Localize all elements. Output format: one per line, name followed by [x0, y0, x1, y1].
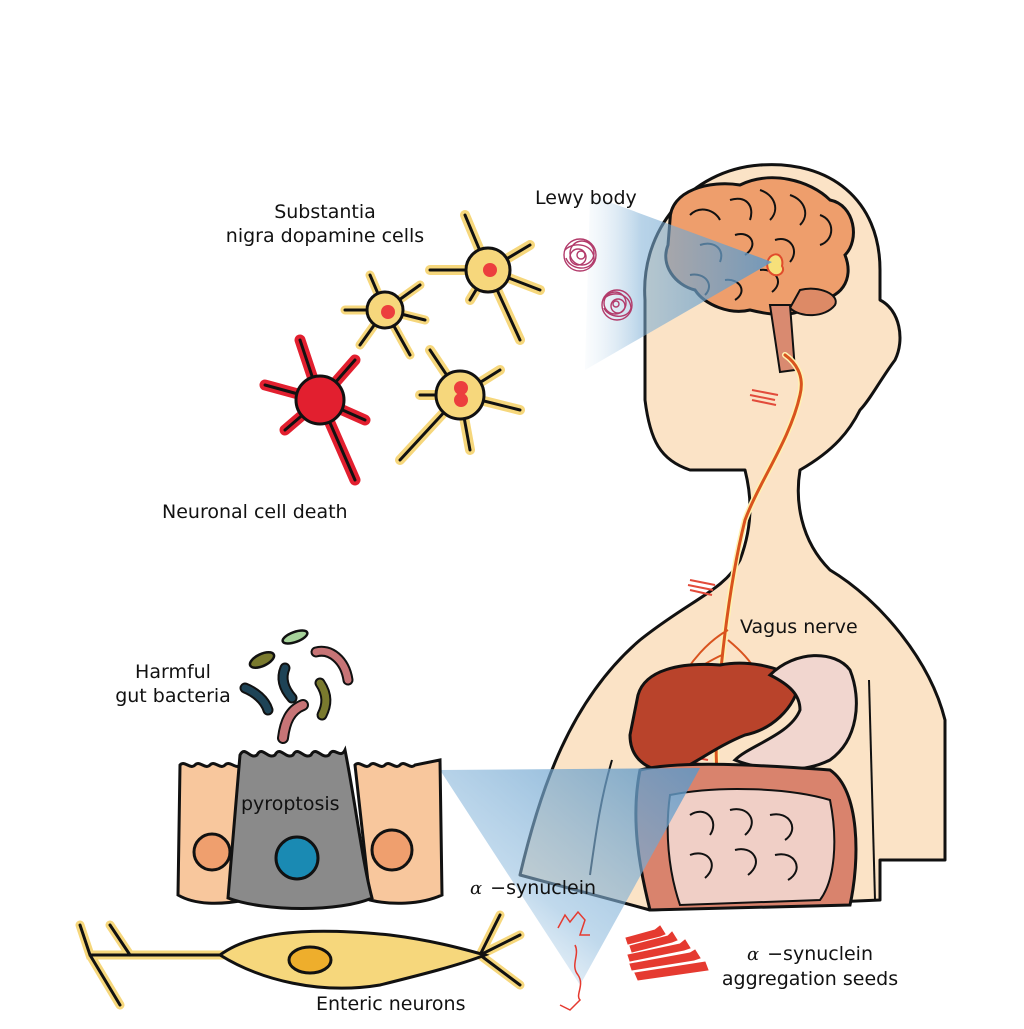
- organs: [628, 654, 858, 912]
- aggregate-neck: [749, 389, 779, 406]
- epithelial-nucleus-left: [192, 832, 232, 872]
- lewy-bodies: [563, 238, 633, 321]
- synuclein-monomers: [557, 910, 590, 1011]
- substantia-nigra-label: Substantia nigra dopamine cells: [220, 200, 430, 248]
- alpha-synuclein-label: α −synuclein: [470, 876, 596, 901]
- alpha-synuclein-text: −synuclein: [490, 877, 597, 899]
- intestinal-epithelium: [176, 745, 444, 910]
- substantia-nigra-label-line1: Substantia: [274, 201, 376, 223]
- beta-sheet-arrow: [625, 925, 666, 945]
- bacterium: [281, 629, 309, 645]
- beam-lewy-body: [585, 195, 772, 370]
- neuron-top: [425, 210, 545, 345]
- bacterium: [241, 684, 272, 714]
- enteric-neurons-label: Enteric neurons: [316, 993, 466, 1015]
- pyroptotic-cell: [226, 745, 374, 910]
- right-arm-line: [868, 679, 876, 901]
- lewy-body-2: [601, 289, 633, 321]
- lewy-body-1: [563, 238, 597, 272]
- aggregation-seeds-label-line2: aggregation seeds: [721, 968, 899, 990]
- neuron-mid: [340, 270, 430, 360]
- substantia-nigra-label-line2: nigra dopamine cells: [225, 225, 425, 247]
- enteric-neuron-nucleus: [287, 945, 333, 975]
- neuron-low: [395, 345, 525, 465]
- gut-bacteria-label: Harmful gut bacteria: [108, 660, 238, 708]
- bacterium: [312, 647, 352, 684]
- cerebellum: [788, 287, 837, 317]
- alpha-symbol: α: [470, 878, 483, 899]
- enteric-neuron: [75, 910, 525, 1010]
- bacterium: [248, 651, 276, 669]
- gut-bacteria-label-line1: Harmful: [135, 661, 211, 683]
- beta-sheet-arrow: [627, 939, 691, 962]
- beta-sheet-arrow: [629, 949, 701, 971]
- neuronal-cell-death-label: Neuronal cell death: [162, 501, 348, 523]
- aggregate-chest: [687, 579, 716, 596]
- synuclein-monomer: [559, 944, 582, 1011]
- neuron-dead: [259, 334, 371, 486]
- substantia-nigra-spot: [766, 253, 784, 277]
- enteric-neuron-outline: [78, 913, 522, 1007]
- intestine-folds: [689, 808, 798, 881]
- pyroptosis-label: pyroptosis: [241, 793, 340, 815]
- synuclein-monomer: [557, 910, 590, 936]
- enteric-neuron-body: [217, 929, 490, 990]
- vagus-nerve-label: Vagus nerve: [740, 616, 858, 638]
- beta-sheet-arrow: [634, 961, 709, 981]
- pyroptotic-nucleus: [274, 835, 320, 881]
- alpha-symbol: α: [746, 944, 760, 965]
- gut-bacteria: [239, 629, 354, 744]
- lewy-body-label: Lewy body: [535, 187, 637, 209]
- gut-bacteria-label-line2: gut bacteria: [115, 685, 231, 707]
- beam-gut: [440, 768, 700, 985]
- bacterium: [279, 701, 307, 742]
- aggregation-seeds-label-line1: α−synuclein: [746, 943, 874, 965]
- bacterium: [316, 679, 330, 719]
- dopamine-neurons: [259, 210, 545, 486]
- synuclein-aggregation-seeds: [625, 925, 709, 981]
- aggregation-seeds-label: α−synuclein aggregation seeds: [705, 942, 915, 991]
- small-intestine: [666, 788, 836, 907]
- bacterium: [279, 664, 296, 702]
- epithelial-nucleus-right: [370, 828, 414, 872]
- beta-sheet-arrow: [629, 931, 678, 953]
